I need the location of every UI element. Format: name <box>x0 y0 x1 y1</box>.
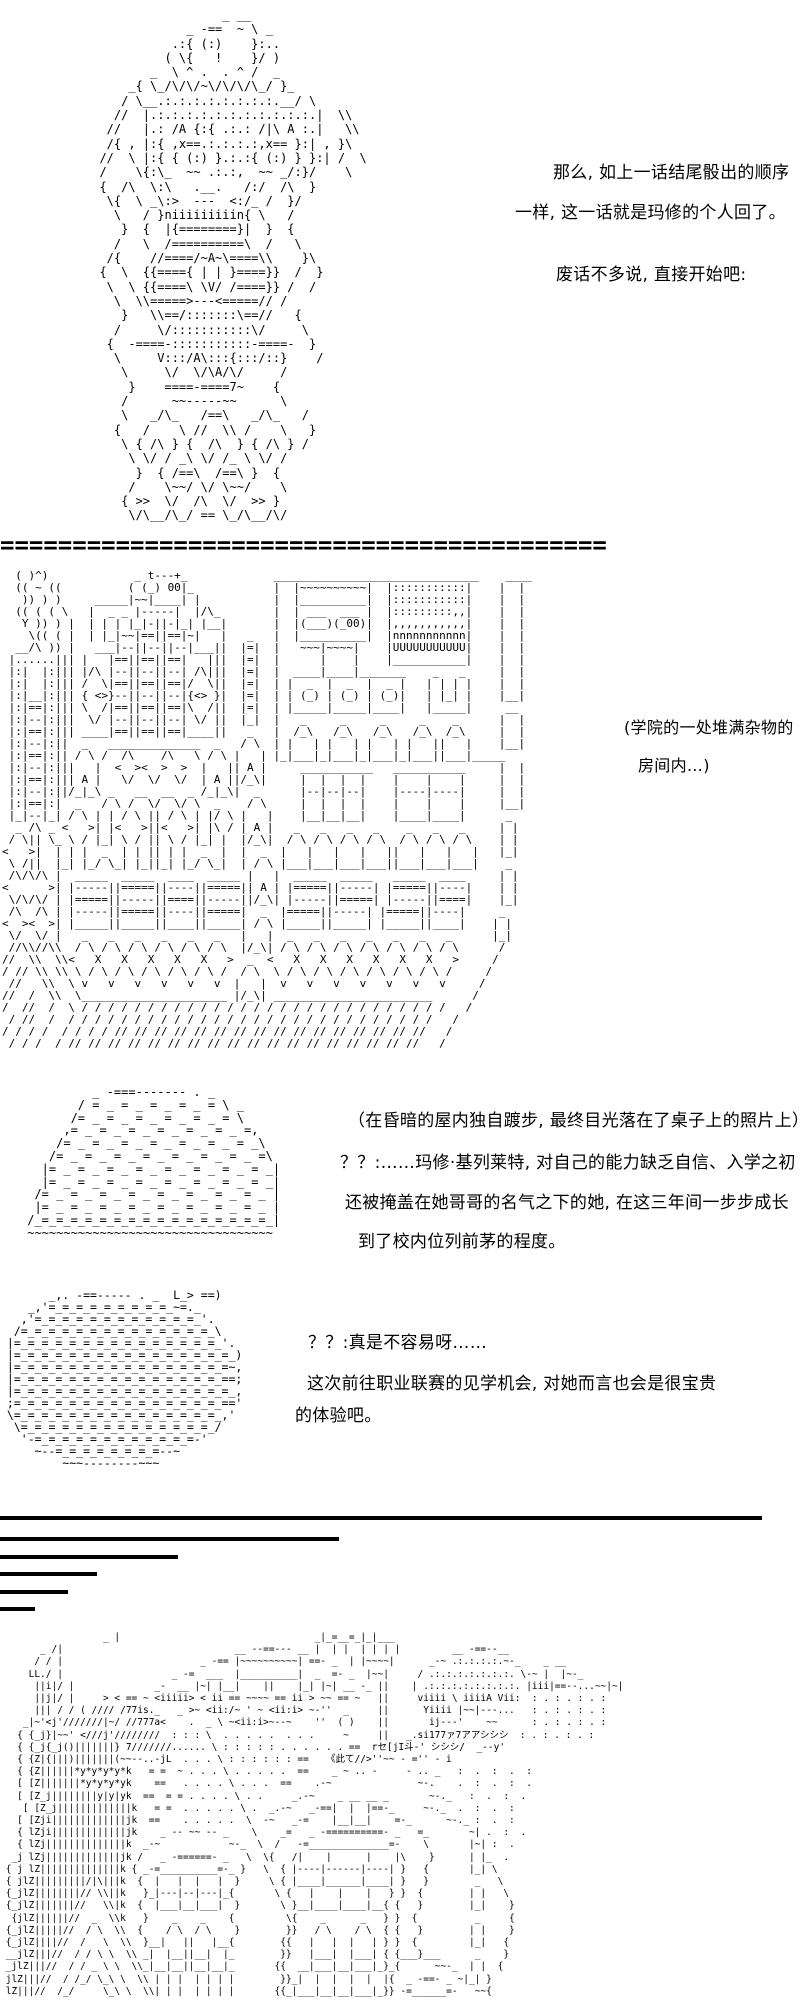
dialogue-mash-intro-1: ？？:……玛修·基列莱特, 对自己的能力缺乏自信、入学之初 <box>340 1153 796 1173</box>
room-caption-line-2: 房间内…) <box>638 756 710 775</box>
divider-line-5 <box>0 1590 68 1594</box>
divider-line-6 <box>0 1607 35 1611</box>
intro-narration-line-1: 那么, 如上一话结尾骰出的顺序 <box>553 163 790 183</box>
room-caption-line-1: (学院的一处堆满杂物的 <box>624 718 794 737</box>
dialogue-2-line-3: 的体验吧。 <box>295 1406 382 1426</box>
intro-narration-line-3: 废话不多说, 直接开始吧: <box>556 265 747 285</box>
dialogue-mash-intro-3: 到了校内位列前茅的程度。 <box>358 1232 566 1252</box>
divider-line-3 <box>0 1555 178 1559</box>
ascii-art-photo: _ -===------- . _ / = _ = _ = _ = _ = \ … <box>27 1086 281 1240</box>
dialogue-2-line-1: ？？:真是不容易呀…… <box>308 1333 488 1353</box>
ascii-art-room: ( )^) _ t---+_ _________________________… <box>2 570 532 1050</box>
ascii-art-silhouette: _,. -==----- . _ L_> ==) _,'=_=_=_=_=_=_… <box>6 1289 243 1469</box>
ascii-art-final-scene: _ | _|_=__=_|_|___ _ /| __ --==--- __ | … <box>5 1632 624 1997</box>
dialogue-2-line-2: 这次前往职业联赛的见学机会, 对她而言也会是很宝贵 <box>307 1374 717 1394</box>
divider-line-1 <box>0 1516 762 1520</box>
dialogue-mash-intro-2: 还被掩盖在她哥哥的名气之下的她, 在这三年间一步步成长 <box>345 1193 789 1213</box>
divider-line-2 <box>0 1537 339 1541</box>
ascii-art-character: _ __ _ -== ~ \ _ .:{ (:) }:.. ( \{ ! }/ … <box>99 8 367 523</box>
intro-narration-line-2: 一样, 这一话就是玛修的个人回了。 <box>515 203 786 223</box>
photo-narration: （在昏暗的屋内独自踱步, 最终目光落在了桌子上的照片上） <box>348 1111 800 1131</box>
divider-line-4 <box>0 1572 97 1576</box>
section-divider: ========================================… <box>0 531 607 559</box>
